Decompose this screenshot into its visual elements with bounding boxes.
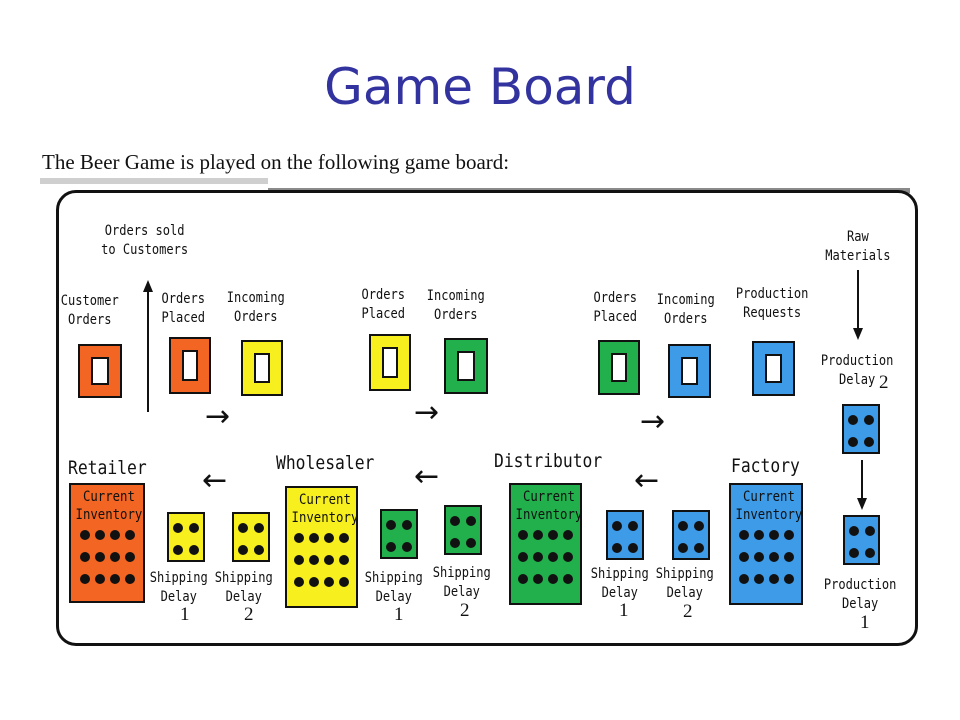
shipment-flow-arrow-icon: ← xyxy=(414,459,440,494)
distributor-shipping-delay-2-number: 2 xyxy=(683,601,693,622)
arrow-up-icon xyxy=(143,280,153,412)
distributor-inventory-label: Current Inventory xyxy=(515,489,583,523)
wholesaler-shipping-delay-2-box[interactable] xyxy=(444,505,482,555)
order-flow-arrow-icon: → xyxy=(205,399,231,434)
distributor-inventory[interactable]: Current Inventory xyxy=(509,483,582,605)
factory-incoming-orders-label: Incoming Orders xyxy=(656,292,715,327)
distributor-shipping-delay-1-number: 1 xyxy=(619,600,629,621)
factory-inventory-label: Current Inventory xyxy=(735,489,803,523)
wholesaler-shipping-delay-1-label: Shipping Delay xyxy=(364,570,423,605)
arrow-down-icon xyxy=(853,270,863,340)
retailer-shipping-delay-1-number: 1 xyxy=(180,604,190,625)
retailer-name: Retailer xyxy=(68,457,147,479)
production-requests-slip[interactable] xyxy=(752,341,795,396)
factory-incoming-orders-slip[interactable] xyxy=(668,344,711,398)
retailer-inventory[interactable]: Current Inventory xyxy=(69,483,145,603)
production-delay-1-label: Production Delay xyxy=(823,577,897,612)
distributor-orders-placed-slip[interactable] xyxy=(598,340,640,395)
production-delay-1-box[interactable] xyxy=(843,515,880,565)
wholesaler-shipping-delay-1-box[interactable] xyxy=(380,509,418,559)
production-delay-2-number: 2 xyxy=(879,372,889,393)
retailer-shipping-delay-1-box[interactable] xyxy=(167,512,205,562)
retailer-orders-placed-label: Orders Placed xyxy=(161,291,206,326)
wholesaler-inventory-label: Current Inventory xyxy=(291,492,359,526)
retailer-inventory-label: Current Inventory xyxy=(75,489,143,523)
arrow-down-icon xyxy=(857,460,867,510)
distributor-shipping-delay-2-label: Shipping Delay xyxy=(655,566,714,601)
wholesaler-incoming-orders-slip[interactable] xyxy=(241,340,283,396)
retailer-shipping-delay-2-box[interactable] xyxy=(232,512,270,562)
distributor-name: Distributor xyxy=(494,450,603,472)
distributor-shipping-delay-1-label: Shipping Delay xyxy=(590,566,649,601)
orders-sold-label: Orders sold to Customers xyxy=(101,223,189,258)
customer-orders-slip[interactable] xyxy=(78,344,122,398)
distributor-shipping-delay-1-box[interactable] xyxy=(606,510,644,560)
intro-text: The Beer Game is played on the following… xyxy=(42,150,510,174)
shipment-flow-arrow-icon: ← xyxy=(202,463,228,498)
wholesaler-name: Wholesaler xyxy=(276,452,375,474)
retailer-orders-placed-slip[interactable] xyxy=(169,337,211,394)
order-flow-arrow-icon: → xyxy=(640,404,666,439)
raw-materials-label: Raw Materials xyxy=(825,229,891,264)
distributor-incoming-orders-label: Incoming Orders xyxy=(426,288,485,323)
distributor-incoming-orders-slip[interactable] xyxy=(444,338,488,394)
production-delay-2-label: Production Delay xyxy=(820,353,894,388)
production-delay-2-box[interactable] xyxy=(842,404,880,454)
production-requests-label: Production Requests xyxy=(735,286,809,321)
production-delay-1-number: 1 xyxy=(860,612,870,633)
retailer-shipping-delay-1-label: Shipping Delay xyxy=(149,570,208,605)
order-flow-arrow-icon: → xyxy=(414,395,440,430)
wholesaler-shipping-delay-1-number: 1 xyxy=(394,604,404,625)
wholesaler-incoming-orders-label: Incoming Orders xyxy=(226,290,285,325)
wholesaler-orders-placed-slip[interactable] xyxy=(369,334,411,391)
wholesaler-orders-placed-label: Orders Placed xyxy=(361,287,406,322)
retailer-shipping-delay-2-number: 2 xyxy=(244,604,254,625)
shipment-flow-arrow-icon: ← xyxy=(634,463,660,498)
wholesaler-shipping-delay-2-label: Shipping Delay xyxy=(432,565,491,600)
wholesaler-shipping-delay-2-number: 2 xyxy=(460,600,470,621)
factory-inventory[interactable]: Current Inventory xyxy=(729,483,803,605)
distributor-shipping-delay-2-box[interactable] xyxy=(672,510,710,560)
slide-title: Game Board xyxy=(324,58,636,116)
distributor-orders-placed-label: Orders Placed xyxy=(593,290,638,325)
wholesaler-inventory[interactable]: Current Inventory xyxy=(285,486,358,608)
factory-name: Factory xyxy=(731,455,800,477)
customer-orders-label: Customer Orders xyxy=(60,293,119,328)
retailer-shipping-delay-2-label: Shipping Delay xyxy=(214,570,273,605)
header-bar-left xyxy=(40,178,268,184)
